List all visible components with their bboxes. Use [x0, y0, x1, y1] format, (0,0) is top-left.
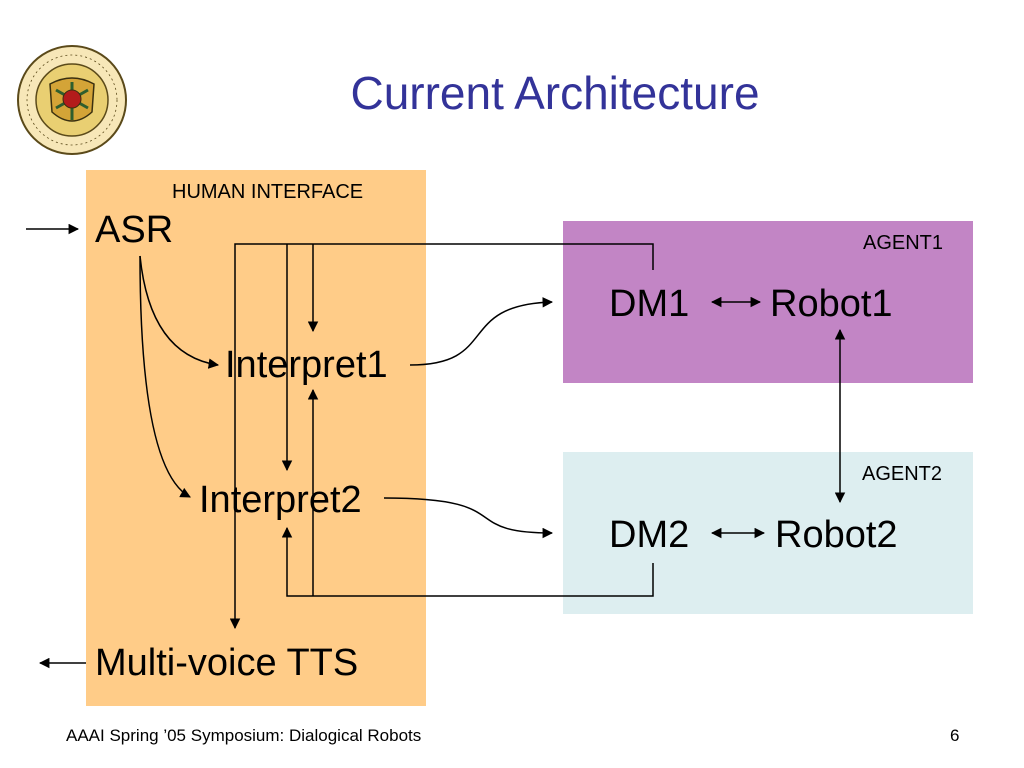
- interpret1-to-dm1-curve: [409, 297, 554, 366]
- page-number: 6: [950, 726, 960, 745]
- asr-to-interpret2-curve: [139, 255, 191, 498]
- robot1-node: Robot1: [770, 283, 893, 325]
- agent1-region: [563, 221, 973, 383]
- footer-text: AAAI Spring ’05 Symposium: Dialogical Ro…: [66, 726, 422, 745]
- dm2-node: DM2: [609, 514, 690, 556]
- dm1-to-tts-line: [229, 243, 654, 630]
- agent1-label: AGENT1: [863, 232, 944, 254]
- dm2-to-interpret2-line: [281, 526, 654, 597]
- asr-to-interpret1-curve: [139, 255, 220, 369]
- cmu-seal-logo: [17, 45, 127, 155]
- agent2-label: AGENT2: [862, 463, 943, 485]
- tts-node: Multi-voice TTS: [95, 642, 359, 684]
- interpret1-node: Interpret1: [225, 344, 388, 386]
- slide-title: Current Architecture: [350, 67, 760, 119]
- human-interface-label: HUMAN INTERFACE: [172, 181, 364, 203]
- interpret2-node: Interpret2: [199, 479, 362, 521]
- robot2-node: Robot2: [775, 514, 898, 556]
- asr-node: ASR: [95, 209, 174, 251]
- human-interface-region: [86, 170, 426, 706]
- interpret2-to-dm2-curve: [383, 497, 554, 539]
- agent2-region: [563, 452, 973, 614]
- dm1-node: DM1: [609, 283, 690, 325]
